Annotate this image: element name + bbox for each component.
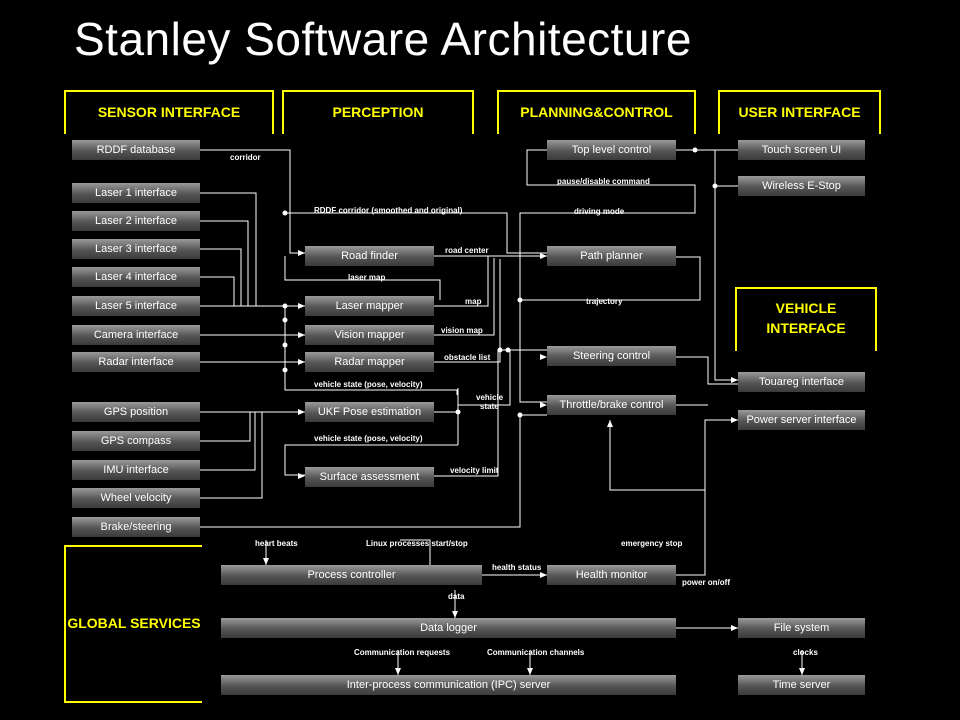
page-title: Stanley Software Architecture <box>74 13 692 65</box>
wheel-velocity-module[interactable]: Wheel velocity <box>72 488 200 508</box>
label-rddf-corridor: RDDF corridor (smoothed and original) <box>314 206 463 215</box>
ukf-pose-estimation-module[interactable]: UKF Pose estimation <box>305 402 434 422</box>
time-server-module[interactable]: Time server <box>738 675 865 695</box>
label-vehicle-state-2: vehicle state (pose, velocity) <box>314 434 423 443</box>
label-heart-beats: heart beats <box>255 539 298 548</box>
label-health-status: health status <box>492 563 542 572</box>
label-corridor: corridor <box>230 153 261 162</box>
section-global-services: GLOBAL SERVICES <box>64 545 202 703</box>
path-planner-module[interactable]: Path planner <box>547 246 676 266</box>
label-vehicle-state-1: vehicle state (pose, velocity) <box>314 380 423 389</box>
laser3-interface-module[interactable]: Laser 3 interface <box>72 239 200 259</box>
wireless-estop-module[interactable]: Wireless E-Stop <box>738 176 865 196</box>
throttle-brake-control-module[interactable]: Throttle/brake control <box>547 395 676 415</box>
label-power-on-off: power on/off <box>682 578 730 587</box>
label-vehicle-short-2: state <box>480 402 499 411</box>
data-logger-module[interactable]: Data logger <box>221 618 676 638</box>
label-vision-map: vision map <box>441 326 483 335</box>
label-comm-channels: Communication channels <box>487 648 585 657</box>
label-obstacle-list: obstacle list <box>444 353 491 362</box>
gps-compass-module[interactable]: GPS compass <box>72 431 200 451</box>
label-road-center: road center <box>445 246 489 255</box>
laser5-interface-module[interactable]: Laser 5 interface <box>72 296 200 316</box>
process-controller-module[interactable]: Process controller <box>221 565 482 585</box>
imu-interface-module[interactable]: IMU interface <box>72 460 200 480</box>
label-linux-processes: Linux processes start/stop <box>366 539 468 548</box>
label-trajectory: trajectory <box>586 297 623 306</box>
health-monitor-module[interactable]: Health monitor <box>547 565 676 585</box>
brake-steering-module[interactable]: Brake/steering <box>72 517 200 537</box>
laser1-interface-module[interactable]: Laser 1 interface <box>72 183 200 203</box>
laser2-interface-module[interactable]: Laser 2 interface <box>72 211 200 231</box>
label-map: map <box>465 297 482 306</box>
laser-mapper-module[interactable]: Laser mapper <box>305 296 434 316</box>
top-level-control-module[interactable]: Top level control <box>547 140 676 160</box>
label-laser-map: laser map <box>348 273 386 282</box>
label-comm-requests: Communication requests <box>354 648 451 657</box>
camera-interface-module[interactable]: Camera interface <box>72 325 200 345</box>
rddf-database-module[interactable]: RDDF database <box>72 140 200 160</box>
touch-screen-ui-module[interactable]: Touch screen UI <box>738 140 865 160</box>
steering-control-module[interactable]: Steering control <box>547 346 676 366</box>
laser4-interface-module[interactable]: Laser 4 interface <box>72 267 200 287</box>
power-server-interface-module[interactable]: Power server interface <box>738 410 865 430</box>
radar-interface-module[interactable]: Radar interface <box>72 352 200 372</box>
section-user-interface: USER INTERFACE <box>718 90 881 134</box>
label-data: data <box>448 592 465 601</box>
label-pause-disable: pause/disable command <box>557 177 650 186</box>
section-sensor-interface: SENSOR INTERFACE <box>64 90 274 134</box>
gps-position-module[interactable]: GPS position <box>72 402 200 422</box>
road-finder-module[interactable]: Road finder <box>305 246 434 266</box>
section-vehicle-interface: VEHICLE INTERFACE <box>735 287 877 351</box>
label-clocks: clocks <box>793 648 818 657</box>
file-system-module[interactable]: File system <box>738 618 865 638</box>
vision-mapper-module[interactable]: Vision mapper <box>305 325 434 345</box>
touareg-interface-module[interactable]: Touareg interface <box>738 372 865 392</box>
surface-assessment-module[interactable]: Surface assessment <box>305 467 434 487</box>
label-vehicle-short-1: vehicle <box>476 393 504 402</box>
section-planning-control: PLANNING&CONTROL <box>497 90 696 134</box>
radar-mapper-module[interactable]: Radar mapper <box>305 352 434 372</box>
label-velocity-limit: velocity limit <box>450 466 499 475</box>
ipc-server-module[interactable]: Inter-process communication (IPC) server <box>221 675 676 695</box>
label-driving-mode: driving mode <box>574 207 625 216</box>
section-perception: PERCEPTION <box>282 90 474 134</box>
label-emergency-stop: emergency stop <box>621 539 683 548</box>
